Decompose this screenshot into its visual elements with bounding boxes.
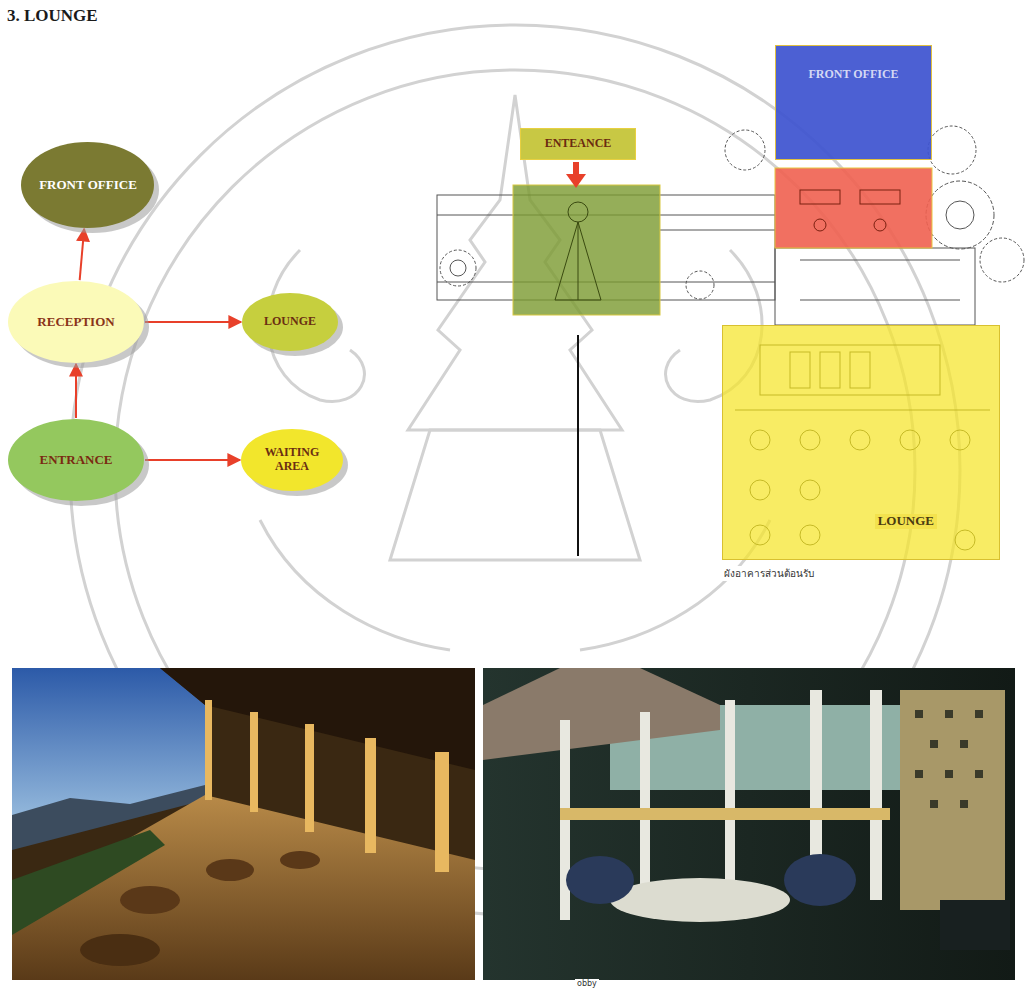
tree-symbol: [946, 201, 974, 229]
ellipse-fill: [8, 419, 144, 501]
node-text: ENTEANCE: [545, 137, 612, 151]
photo-pillar: [365, 738, 376, 853]
photo-floor: [12, 795, 475, 980]
node-text: LOUNGE: [875, 514, 937, 529]
photo-pillar: [205, 700, 212, 800]
photo-hedge: [12, 830, 165, 935]
plan-line: [800, 260, 960, 261]
photo-pillar: [870, 690, 882, 900]
ellipse-fill: [21, 142, 154, 228]
reception-zone: [775, 168, 932, 248]
site-plan: [437, 126, 1024, 325]
ellipse-fill: [241, 429, 343, 491]
tree-symbol: [450, 260, 466, 276]
node-text: FRONT OFFICE: [39, 178, 137, 193]
divider-line: [577, 335, 579, 556]
photo-chair: [80, 934, 160, 966]
plan-symbol: [874, 219, 886, 231]
photo-table: [610, 878, 790, 922]
node-text: WAITING AREA: [254, 446, 329, 474]
arrow-shaft: [573, 162, 579, 176]
lattice-hole: [915, 710, 923, 718]
photo-pillar: [305, 724, 314, 832]
photo-lounge-interior: [483, 668, 1015, 980]
node-text: FRONT OFFICE: [808, 68, 898, 82]
lattice-hole: [975, 770, 983, 778]
seal-base: [390, 430, 640, 560]
lattice-hole: [915, 770, 923, 778]
node-text: RECEPTION: [37, 315, 114, 330]
lattice-hole: [930, 800, 938, 808]
lattice-hole: [945, 770, 953, 778]
arrow-head: [566, 174, 586, 188]
bubble-node: ENTRANCE: [8, 419, 144, 501]
photo-bench: [560, 808, 890, 820]
bubble-node: FRONT OFFICE: [21, 142, 154, 228]
plan-line: [660, 230, 775, 231]
plan-zone: FRONT OFFICE: [775, 45, 932, 160]
plan-line: [800, 300, 960, 301]
tree-symbol: [926, 181, 994, 249]
entrance-plan: [555, 202, 601, 300]
building-outline: [775, 248, 975, 325]
entrance-arrow: [566, 162, 586, 188]
tree-symbol: [725, 130, 765, 170]
photo-chair: [566, 856, 634, 904]
lattice-hole: [945, 710, 953, 718]
photo-chair: [206, 859, 254, 881]
lattice-hole: [960, 740, 968, 748]
bubble-node: RECEPTION: [8, 281, 144, 363]
photo-chair: [280, 851, 320, 869]
photo-pillar: [435, 752, 449, 872]
reception-plan: [800, 190, 900, 231]
plan-symbol: [568, 202, 588, 222]
plan-symbol: [555, 222, 601, 300]
photo-ground: [12, 668, 475, 980]
bubble-node: WAITING AREA: [241, 429, 343, 491]
flow-arrow: [75, 364, 77, 418]
photo-pillar: [640, 712, 650, 902]
node-text: LOUNGE: [264, 315, 316, 329]
plan-label-box: ENTEANCE: [520, 128, 636, 160]
flow-arrow: [145, 321, 241, 323]
diagram-title: 3. LOUNGE: [4, 6, 101, 26]
photo-pillar: [250, 712, 258, 812]
lattice-hole: [975, 710, 983, 718]
photo-ground: [483, 668, 1015, 980]
photo-roof: [483, 668, 720, 760]
photo-credit: obby: [575, 979, 599, 988]
node-text: ENTRANCE: [40, 453, 113, 468]
plan-symbol: [800, 190, 840, 204]
flow-arrow: [145, 459, 240, 461]
seal-curl: [260, 520, 450, 650]
tree-symbol: [440, 250, 476, 286]
tree-symbol: [980, 238, 1024, 282]
plan-symbol: [814, 219, 826, 231]
plan-zone: LOUNGE: [722, 325, 1000, 560]
entrance-zone: [513, 185, 660, 315]
bubble-node: LOUNGE: [242, 293, 338, 351]
plan-line: [578, 222, 579, 300]
photo-chair: [120, 886, 180, 914]
flow-arrow: [80, 229, 84, 280]
lattice-hole: [960, 800, 968, 808]
photo-pillar: [725, 700, 735, 900]
tree-symbol: [928, 126, 976, 174]
plan-symbol: [860, 190, 900, 204]
ellipse-fill: [8, 281, 144, 363]
plan-caption: ผังอาคารส่วนต้อนรับ: [722, 566, 816, 581]
lattice-hole: [930, 740, 938, 748]
tree-symbol: [686, 271, 714, 299]
photo-lounge-terrace: [12, 668, 475, 980]
photo-lattice-holes: [915, 710, 983, 808]
photo-table: [940, 900, 1010, 950]
photo-lattice: [900, 690, 1005, 910]
ellipse-fill: [242, 293, 338, 351]
photo-chair: [784, 854, 856, 906]
